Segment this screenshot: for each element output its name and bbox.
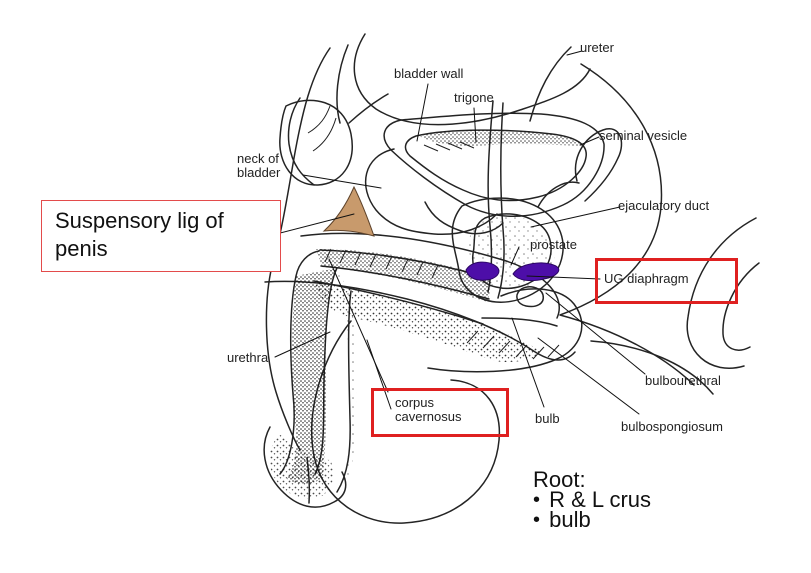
leader-corpus-cavernosus-2	[366, 339, 392, 410]
rectal-curve	[686, 217, 757, 369]
bladder-wall-label: bladder wall	[394, 66, 464, 81]
prostate-label: prostate	[530, 237, 577, 252]
left-tissue-lines	[307, 105, 337, 152]
bulbourethral-gland	[516, 286, 545, 308]
corpus-hatch-lines	[324, 248, 439, 279]
bulbospongiosum-label: bulbospongiosum	[621, 419, 723, 434]
suspensory-ligament-label: Suspensory lig of penis	[55, 208, 224, 261]
spongiosum-texture	[314, 281, 544, 363]
posterior-curve	[559, 63, 695, 386]
urethra-label: urethra	[227, 350, 269, 365]
seminal-vesicle	[574, 128, 623, 202]
glans-texture	[269, 433, 334, 499]
leader-prostate	[510, 246, 520, 266]
bullet-icon: •	[533, 489, 541, 511]
leader-urethra	[274, 331, 331, 358]
neck-of-bladder-label: neck of bladder	[237, 151, 281, 180]
root-title: Root:	[533, 467, 586, 492]
upper-left-tissue-2	[287, 97, 315, 186]
ug-diaphragm-left	[465, 261, 500, 281]
leader-bladder-wall	[416, 83, 429, 142]
ureter-line	[529, 46, 572, 122]
root-item-bulb: • bulb	[533, 507, 651, 532]
pelvic-outline-top	[353, 33, 591, 126]
leader-bulbospongiosum	[537, 337, 640, 415]
leader-ureter	[566, 50, 583, 56]
rectal-inner-curve	[722, 262, 760, 351]
shaft-texture	[287, 268, 337, 485]
leader-seminal-vesicle	[579, 136, 600, 146]
root-list: Root: • R & L crus • bulb	[533, 467, 652, 532]
bulb-label: bulb	[535, 411, 560, 426]
root-item-bulb-text: bulb	[549, 507, 591, 532]
leader-ug-diaphragm	[526, 275, 601, 280]
leader-bulbourethral	[545, 292, 646, 375]
bulbospongiosum-muscle-lines	[466, 330, 560, 360]
trigone-label: trigone	[454, 90, 494, 105]
ug-diaphragm-label: UG diaphragm	[604, 271, 689, 286]
leader-bulb	[511, 317, 545, 408]
ejaculatory-duct-label: ejaculatory duct	[618, 198, 710, 213]
root-item-crus-text: R & L crus	[549, 487, 652, 512]
vas-curve	[537, 181, 580, 208]
glans-outline	[263, 426, 347, 508]
ug-diaphragm-highlight-box	[595, 258, 738, 304]
bulb-outline	[427, 288, 583, 373]
corpus-texture	[316, 249, 492, 302]
bladder-wall-texture	[419, 130, 584, 147]
leader-ejaculatory-duct	[530, 206, 621, 228]
leader-neck-of-bladder	[302, 174, 382, 189]
lower-right-curve	[590, 340, 714, 395]
corpus-cavernosus-highlight-box	[371, 388, 509, 437]
suspensory-ligament-callout-box	[41, 200, 281, 272]
leader-corpus-cavernosus-1	[328, 258, 389, 393]
seminal-vesicle-label: seminal vesicle	[599, 128, 688, 143]
shaft-outer-texture	[335, 269, 357, 492]
bulb-inner-line	[481, 317, 558, 327]
bulbourethral-label: bulbourethral	[645, 373, 721, 388]
bladder-neck	[364, 148, 498, 236]
pubis-outline	[279, 99, 353, 186]
ug-diaphragm-right	[512, 262, 560, 282]
ureter-label: ureter	[580, 40, 614, 55]
bladder-hatch	[423, 141, 475, 152]
root-item-crus: • R & L crus	[533, 487, 652, 512]
upper-left-tissue	[336, 44, 389, 124]
suspensory-ligament-shape	[322, 185, 375, 237]
penile-erectile-tissue	[269, 130, 584, 499]
bullet-icon: •	[533, 509, 541, 531]
bladder-top-outer	[383, 112, 605, 218]
corpus-cavernosus-label: corpus cavernosus	[395, 395, 462, 424]
leader-trigone	[473, 107, 477, 143]
